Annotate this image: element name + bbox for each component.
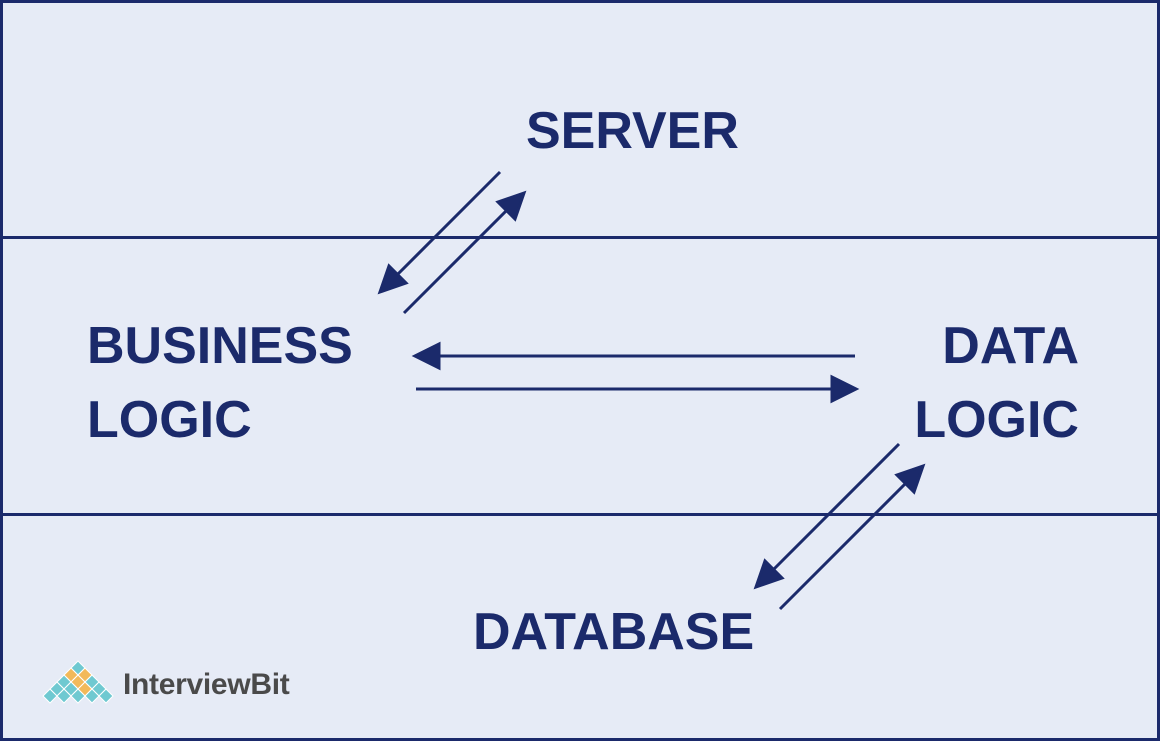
arrowhead-data-to-database <box>753 558 785 590</box>
database-label: DATABASE <box>473 603 755 661</box>
business-logic-line-2: LOGIC <box>87 391 252 449</box>
arrowhead-business-to-data <box>830 374 860 404</box>
business-logic-label: BUSINESS LOGIC <box>87 309 353 457</box>
tier-divider-bottom <box>3 513 1157 516</box>
business-logic-line-1: BUSINESS <box>87 317 353 375</box>
arrow-data-to-database <box>769 442 901 574</box>
arrow-business-to-server <box>402 206 511 315</box>
logo-diamond-icon <box>42 660 114 704</box>
flow-arrows <box>377 170 926 611</box>
arrowhead-business-to-server <box>495 190 527 222</box>
arrowhead-data-to-business <box>411 341 441 371</box>
interviewbit-logo: InterviewBit <box>41 659 290 711</box>
logo-wordmark: InterviewBit <box>123 668 290 701</box>
tier-divider-top <box>3 236 1157 239</box>
server-label: SERVER <box>526 102 739 160</box>
data-logic-line-2: LOGIC <box>914 391 1079 449</box>
arrow-database-to-data <box>778 479 910 611</box>
arrowhead-server-to-business <box>377 263 409 295</box>
data-logic-label: DATA LOGIC <box>914 309 1079 457</box>
arrow-server-to-business <box>393 170 502 279</box>
data-logic-line-1: DATA <box>942 317 1079 375</box>
arrowhead-database-to-data <box>894 463 926 495</box>
